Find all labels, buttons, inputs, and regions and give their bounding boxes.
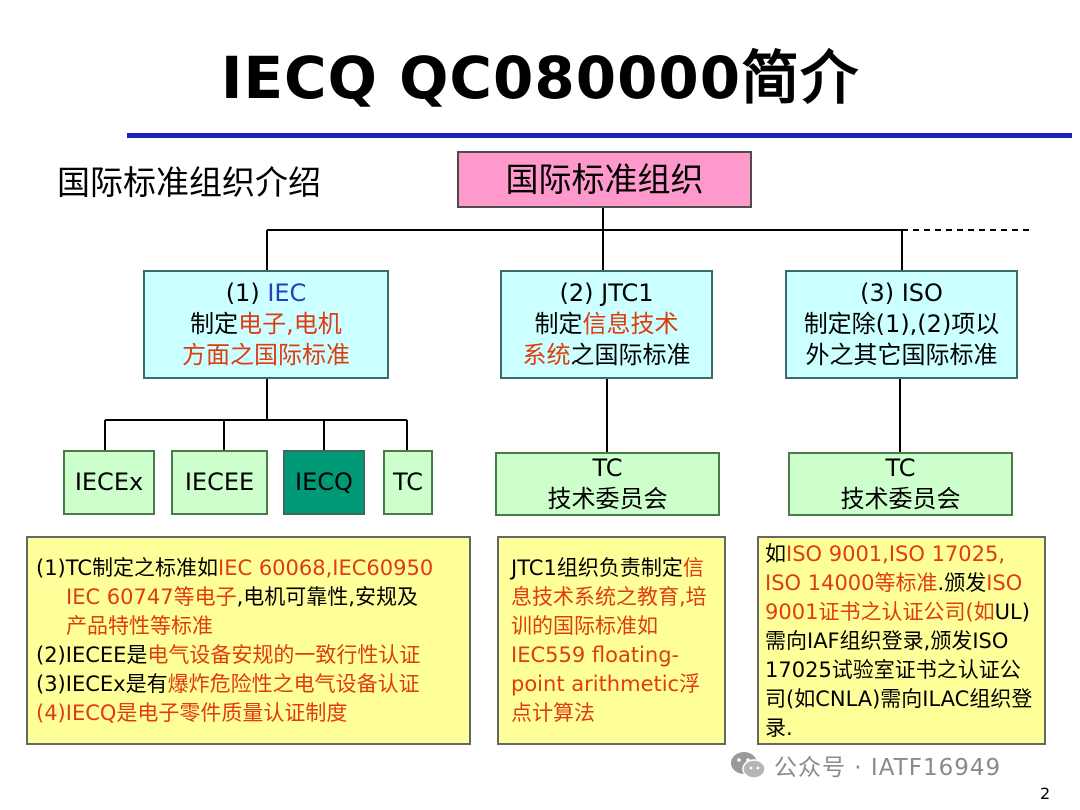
jtc1-line1: (2) JTC1 [559,279,654,307]
jtc1-notes-box: JTC1组织负责制定信息技术系统之教育,培训的国际标准如IEC559 float… [497,536,726,745]
watermark: 公众号 · IATF16949 [730,748,1001,782]
iso-box: (3) ISO 制定除(1),(2)项以 外之其它国际标准 [785,270,1018,379]
iecq-box: IECQ [283,450,365,515]
page-title: IECQ QC080000简介 [220,44,860,112]
iec-notes-box: (1)TC制定之标准如IEC 60068,IEC60950 IEC 60747等… [26,536,471,745]
note-text: 如ISO 9001,ISO 17025, ISO 14000等标准.颁发ISO … [765,542,1033,740]
note-line: (3)IECEx是有爆炸危险性之电气设备认证 [36,672,420,696]
note-line: (4)IECQ是电子零件质量认证制度 [36,701,348,725]
iec-box: (1) IEC 制定电子,电机 方面之国际标准 [143,270,389,379]
tc-label: TC [885,454,916,482]
tc-description: 技术委员会 [547,485,668,513]
tc-description: 技术委员会 [840,485,961,513]
iso-line2: 制定除(1),(2)项以 [803,310,1000,338]
note-text: JTC1组织负责制定信息技术系统之教育,培训的国际标准如IEC559 float… [511,556,707,725]
title-underline [127,133,1072,138]
iec-name: IEC [267,279,307,307]
iec-line3: 方面之国际标准 [182,341,350,369]
wechat-icon [731,752,766,779]
iso-tc-box: TC 技术委员会 [788,452,1013,516]
jtc1-line2: 制定信息技术 [534,310,679,338]
iso-notes-box: 如ISO 9001,ISO 17025, ISO 14000等标准.颁发ISO … [757,536,1046,745]
note-line: IEC 60747等电子,电机可靠性,安规及 [66,585,418,609]
tc-label: TC [592,454,623,482]
iso-line3: 外之其它国际标准 [805,341,998,369]
iecex-box: IECEx [63,450,155,515]
iecee-box: IECEE [171,450,268,515]
watermark-text: 公众号 · IATF16949 [774,755,1002,781]
page-number: 2 [1040,784,1051,803]
root-org-box: 国际标准组织 [457,151,752,208]
jtc1-box: (2) JTC1 制定信息技术 系统之国际标准 [500,270,713,379]
note-line: (1)TC制定之标准如IEC 60068,IEC60950 [36,556,434,580]
iec-line1: (1) IEC [225,279,307,307]
note-line: (2)IECEE是电气设备安规的一致行性认证 [36,643,421,667]
section-subtitle: 国际标准组织介绍 [57,163,321,202]
iec-tc-box: TC [383,450,433,515]
iso-line1: (3) ISO [860,279,943,307]
iec-line2: 制定电子,电机 [190,310,342,338]
note-line: 产品特性等标准 [66,614,213,638]
jtc1-tc-box: TC 技术委员会 [495,452,720,516]
jtc1-line3: 系统之国际标准 [522,341,691,369]
